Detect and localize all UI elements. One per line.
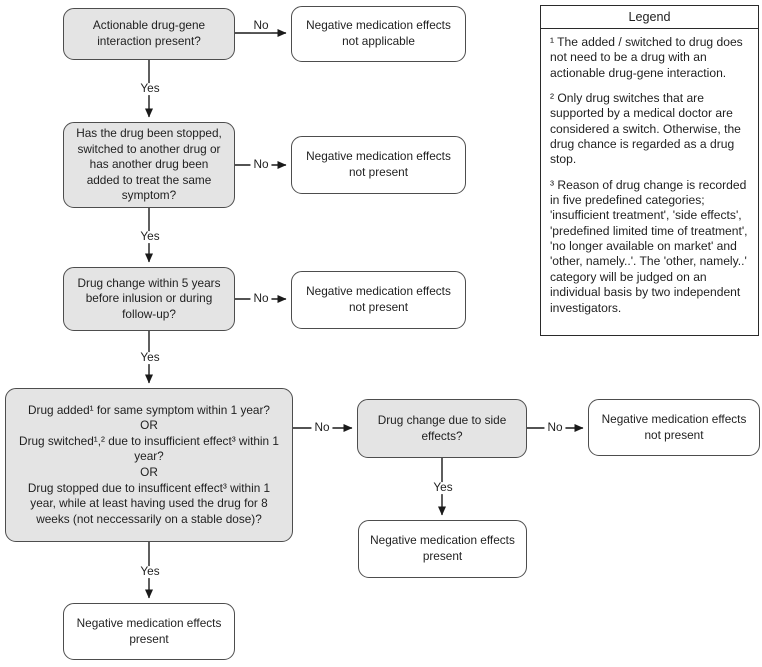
legend-body: ¹ The added / switched to drug does not … [541, 29, 758, 322]
legend-title: Legend [541, 6, 758, 29]
decision-side-effects: Drug change due to side effects? [357, 399, 527, 458]
edge-label-yes-5: Yes [137, 565, 163, 578]
edge-label-yes-1: Yes [137, 82, 163, 95]
edge-label-no-2: No [250, 158, 272, 171]
edge-label-yes-2: Yes [137, 230, 163, 243]
decision-drug-stopped-switched-added: Has the drug been stopped, switched to a… [63, 122, 235, 208]
decision-added-switched-stopped-criteria: Drug added¹ for same symptom within 1 ye… [5, 388, 293, 542]
decision-drug-change-5-years: Drug change within 5 years before inlusi… [63, 267, 235, 331]
edge-label-no-4: No [311, 421, 333, 434]
edge-label-no-3: No [250, 292, 272, 305]
legend-note-1: ¹ The added / switched to drug does not … [550, 35, 743, 80]
edge-label-yes-3: Yes [137, 351, 163, 364]
outcome-not-applicable: Negative medication effects not applicab… [291, 6, 466, 62]
outcome-not-present-3: Negative medication effects not present [588, 399, 760, 456]
edge-label-no-5: No [544, 421, 566, 434]
outcome-not-present-2: Negative medication effects not present [291, 271, 466, 329]
edge-label-no-1: No [250, 19, 272, 32]
outcome-present-mid: Negative medication effects present [358, 520, 527, 578]
legend-panel: Legend ¹ The added / switched to drug do… [540, 5, 759, 336]
decision-actionable-interaction: Actionable drug-gene interaction present… [63, 8, 235, 60]
outcome-not-present-1: Negative medication effects not present [291, 136, 466, 194]
legend-note-2: ² Only drug switches that are supported … [550, 91, 741, 167]
legend-note-3: ³ Reason of drug change is recorded in f… [550, 177, 748, 315]
outcome-present-bottom: Negative medication effects present [63, 603, 235, 660]
edge-label-yes-4: Yes [430, 481, 456, 494]
